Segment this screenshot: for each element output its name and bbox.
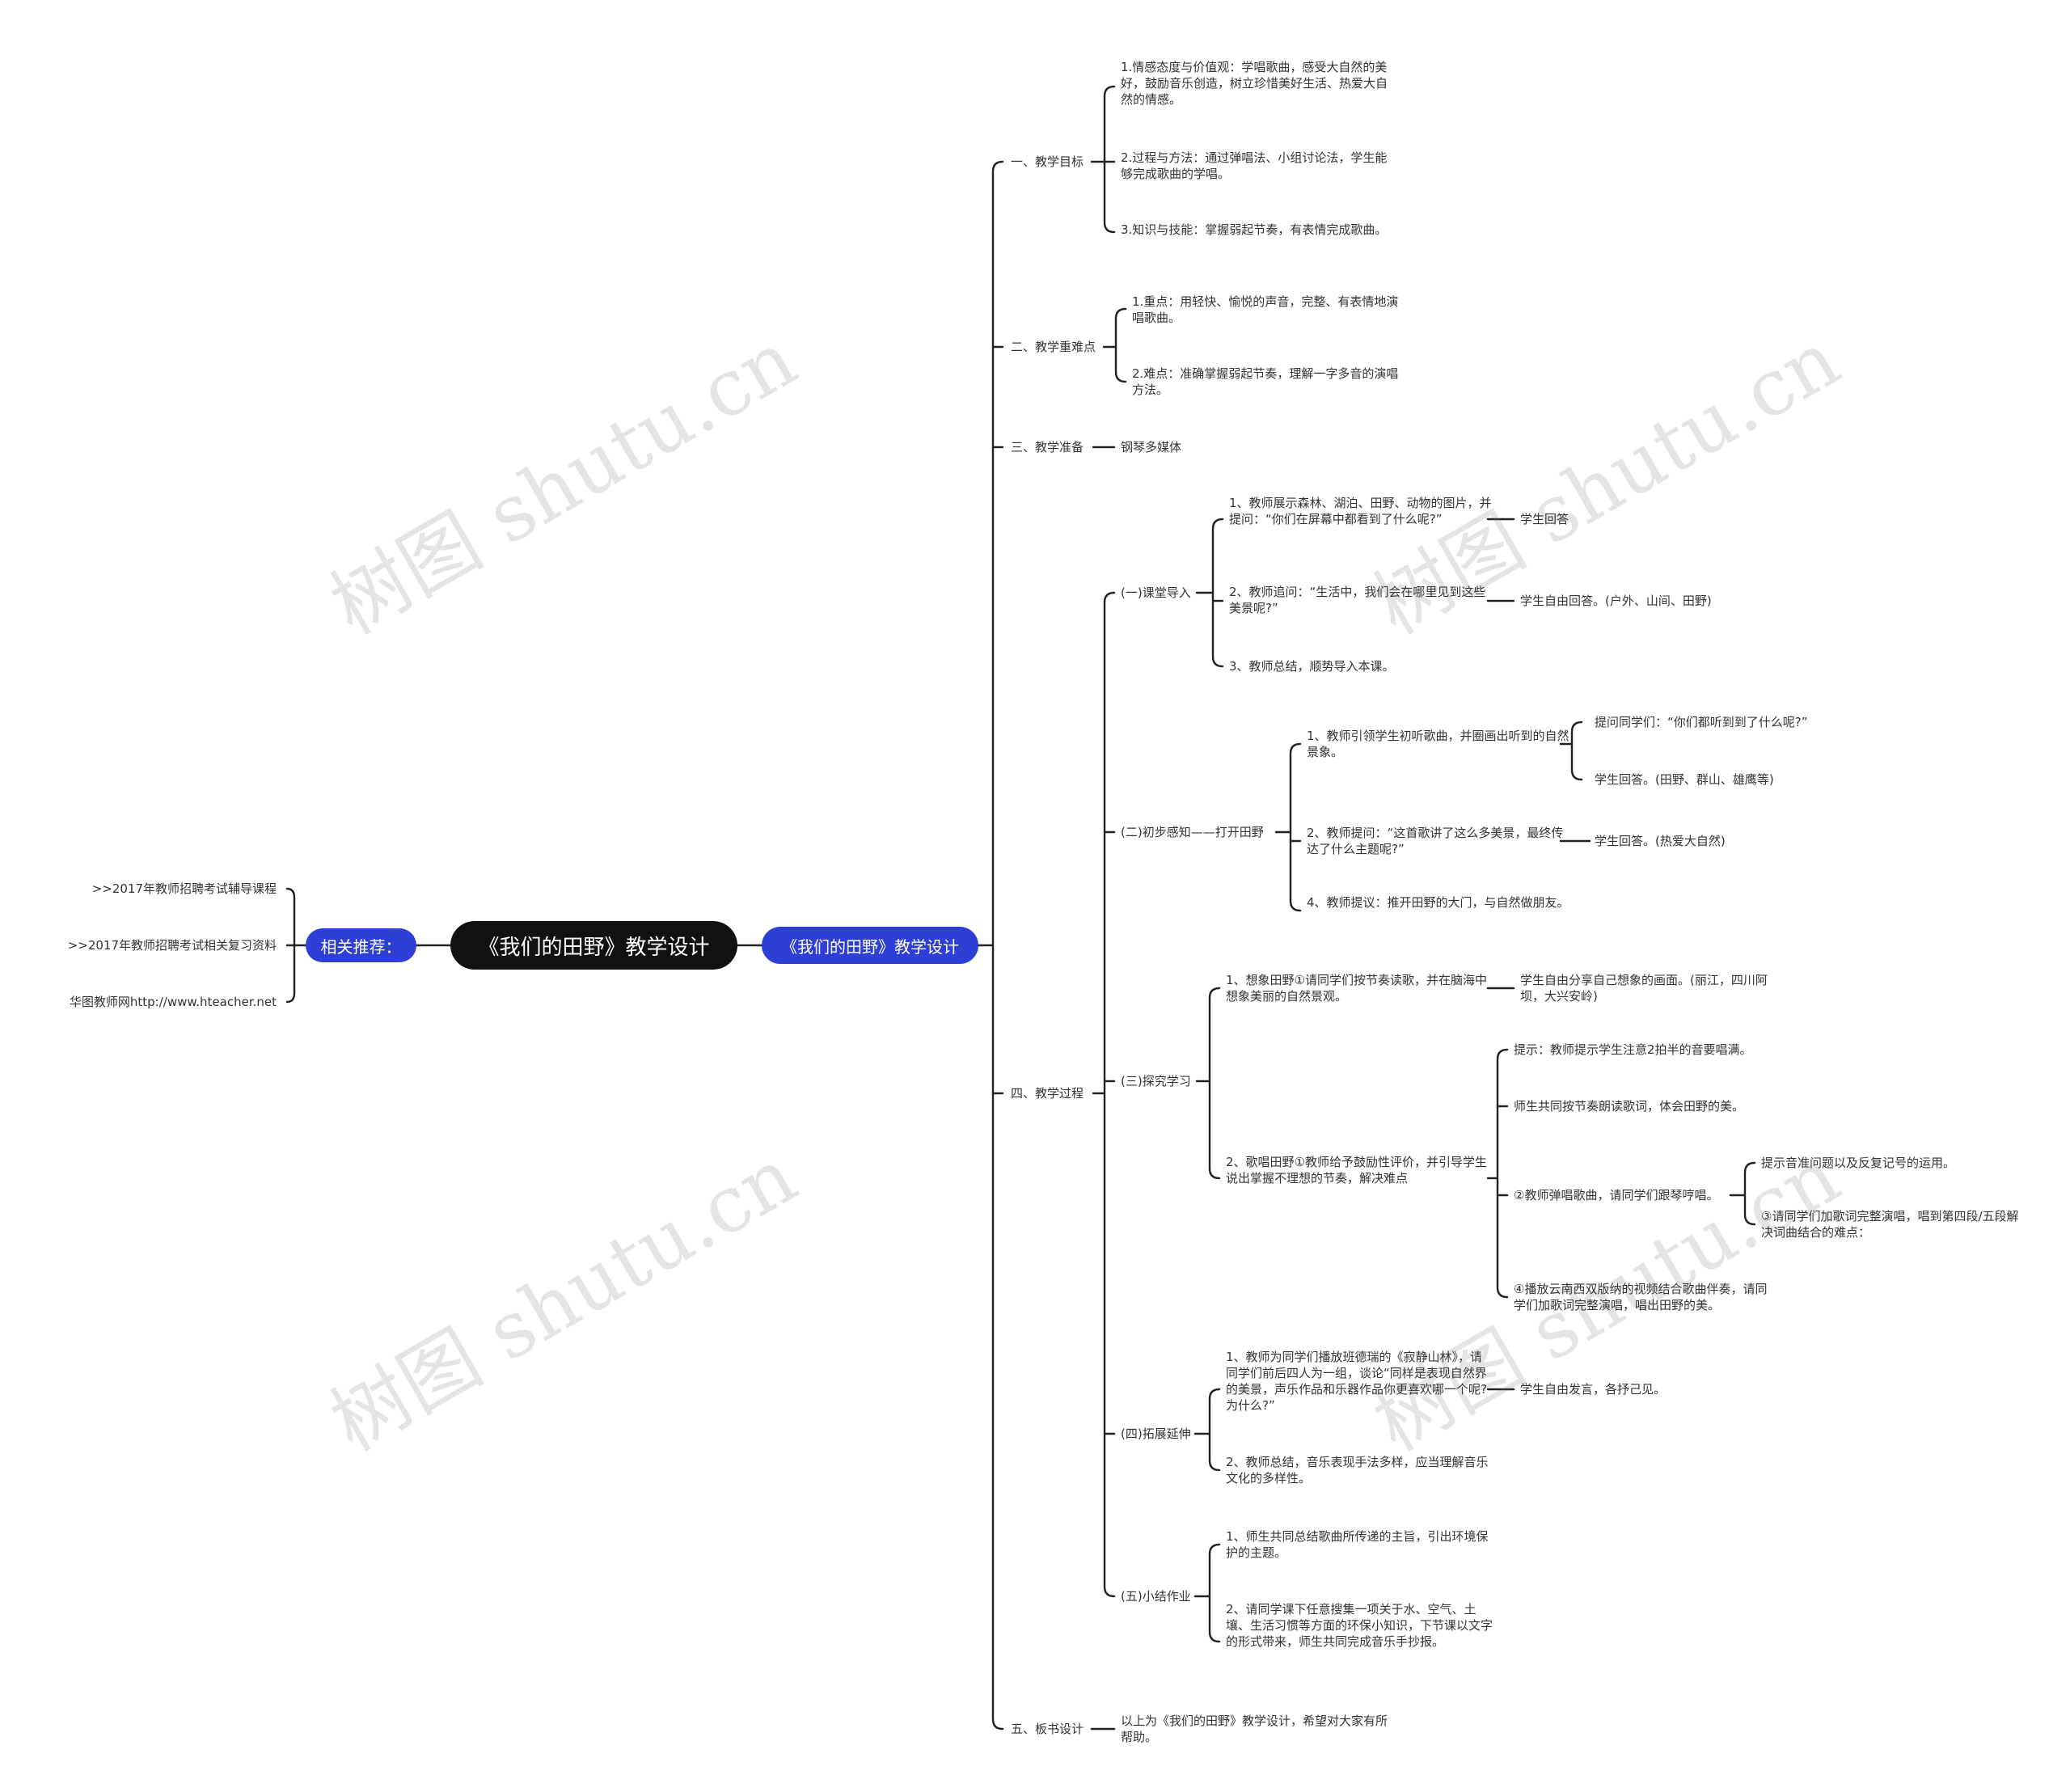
connector-perceive-1 — [1559, 721, 1583, 781]
connector-summary — [1193, 1543, 1221, 1643]
process-summary[interactable]: (五)小结作业 — [1121, 1589, 1191, 1604]
intro-response: 学生回答 — [1520, 512, 1569, 526]
goal-item: 2.过程与方法：通过弹唱法、小组讨论法，学生能够完成歌曲的学唱。 — [1121, 150, 1388, 181]
intro-step: 2、教师追问：“生活中，我们会在哪里见到这些美景呢?” — [1229, 585, 1486, 615]
branch-board[interactable]: 五、板书设计 — [1011, 1722, 1084, 1736]
connector-process-trunk — [1092, 591, 1116, 1598]
related-link[interactable]: 华图教师网http://www.hteacher.net — [69, 995, 277, 1009]
summary-step: 1、师生共同总结歌曲所传递的主旨，引出环境保护的主题。 — [1226, 1529, 1489, 1560]
key-item: 1.重点：用轻快、愉悦的声音，完整、有表情地演唱歌曲。 — [1132, 294, 1399, 325]
explore-detail: 师生共同按节奏朗读歌词，体会田野的美。 — [1514, 1099, 1745, 1114]
explore-piano-detail: ③请同学们加歌词完整演唱，唱到第四段/五段解决词曲结合的难点： — [1761, 1209, 2019, 1240]
connector-intro-r — [1486, 518, 1515, 602]
connector-perceive — [1274, 742, 1302, 912]
main-topic-pill[interactable]: 《我们的田野》教学设计 — [762, 927, 978, 964]
perceive-step: 2、教师提问：“这首歌讲了这么多美景，最终传达了什么主题呢?” — [1307, 826, 1564, 856]
explore-step: 2、歌唱田野①教师给予鼓励性评价，并引导学生说出掌握不理想的节奏，解决难点 — [1226, 1155, 1487, 1186]
board-item: 以上为《我们的田野》教学设计，希望对大家有所帮助。 — [1121, 1714, 1388, 1744]
perceive-step: 4、教师提议：推开田野的大门，与自然做朋友。 — [1307, 895, 1569, 910]
perceive-detail: 学生回答。(田野、群山、雄鹰等) — [1595, 772, 1774, 787]
goal-item: 1.情感态度与价值观：学唱歌曲，感受大自然的美好，鼓励音乐创造，树立珍惜美好生活… — [1121, 60, 1388, 107]
connector-key — [1102, 307, 1127, 383]
process-extend[interactable]: (四)拓展延伸 — [1121, 1426, 1191, 1441]
connector-explore-2 — [1486, 1048, 1509, 1299]
connector-explore — [1195, 987, 1221, 1180]
process-perceive[interactable]: (二)初步感知——打开田野 — [1121, 825, 1264, 839]
perceive-step: 1、教师引领学生初听歌曲，并圈画出听到的自然景象。 — [1307, 729, 1569, 759]
extend-response: 学生自由发言，各抒己见。 — [1520, 1382, 1667, 1397]
prep-item: 钢琴多媒体 — [1121, 440, 1182, 454]
branch-process[interactable]: 四、教学过程 — [1011, 1086, 1084, 1101]
related-link[interactable]: >>2017年教师招聘考试辅导课程 — [91, 881, 277, 896]
explore-detail: 提示：教师提示学生注意2拍半的音要唱满。 — [1514, 1042, 1752, 1057]
intro-step: 3、教师总结，顺势导入本课。 — [1229, 659, 1395, 674]
intro-step: 1、教师展示森林、湖泊、田野、动物的图片，并提问：“你们在屏幕中都看到了什么呢?… — [1229, 496, 1492, 526]
key-item: 2.难点：准确掌握弱起节奏，理解一字多音的演唱方法。 — [1132, 366, 1399, 397]
branch-prep[interactable]: 三、教学准备 — [1011, 440, 1084, 454]
perceive-detail: 提问同学们：“你们都听到到了什么呢?” — [1595, 715, 1808, 729]
branch-key[interactable]: 二、教学重难点 — [1011, 340, 1096, 354]
connector-intro — [1195, 518, 1224, 668]
goal-item: 3.知识与技能：掌握弱起节奏，有表情完成歌曲。 — [1121, 222, 1388, 237]
connector-extend — [1193, 1388, 1221, 1472]
connector-explore-piano — [1729, 1161, 1756, 1226]
explore-piano-detail: 提示音准问题以及反复记号的运用。 — [1761, 1156, 1956, 1170]
root-node[interactable]: 《我们的田野》教学设计 — [450, 921, 737, 970]
connector-main-trunk — [977, 160, 1004, 1731]
explore-detail: ④播放云南西双版纳的视频结合歌曲伴奏，请同学们加歌词完整演唱，唱出田野的美。 — [1514, 1282, 1768, 1312]
summary-step: 2、请同学课下任意搜集一项关于水、空气、土壤、生活习惯等方面的环保小知识，下节课… — [1226, 1602, 1493, 1649]
explore-response: 学生自由分享自己想象的画面。(丽江，四川阿坝，大兴安岭) — [1520, 973, 1768, 1004]
related-pill[interactable]: 相关推荐： — [306, 928, 416, 962]
explore-step: 1、想象田野①请同学们按节奏读歌，并在脑海中想象美丽的自然景观。 — [1226, 973, 1487, 1004]
perceive-response: 学生回答。(热爱大自然) — [1595, 834, 1726, 848]
intro-response: 学生自由回答。(户外、山间、田野) — [1520, 594, 1712, 608]
process-intro[interactable]: (一)课堂导入 — [1121, 585, 1191, 600]
extend-step: 1、教师为同学们播放班德瑞的《寂静山林》，请同学们前后四人为一组，谈论“同样是表… — [1226, 1350, 1487, 1413]
connector-goal — [1090, 85, 1116, 234]
process-explore[interactable]: (三)探究学习 — [1121, 1074, 1191, 1088]
connector-trunk-stubs — [991, 345, 1004, 1095]
extend-step: 2、教师总结，音乐表现手法多样，应当理解音乐文化的多样性。 — [1226, 1455, 1489, 1486]
explore-detail: ②教师弹唱歌曲，请同学们跟琴哼唱。 — [1514, 1188, 1719, 1202]
related-link[interactable]: >>2017年教师招聘考试相关复习资料 — [67, 938, 277, 953]
branch-goal[interactable]: 一、教学目标 — [1011, 154, 1084, 169]
